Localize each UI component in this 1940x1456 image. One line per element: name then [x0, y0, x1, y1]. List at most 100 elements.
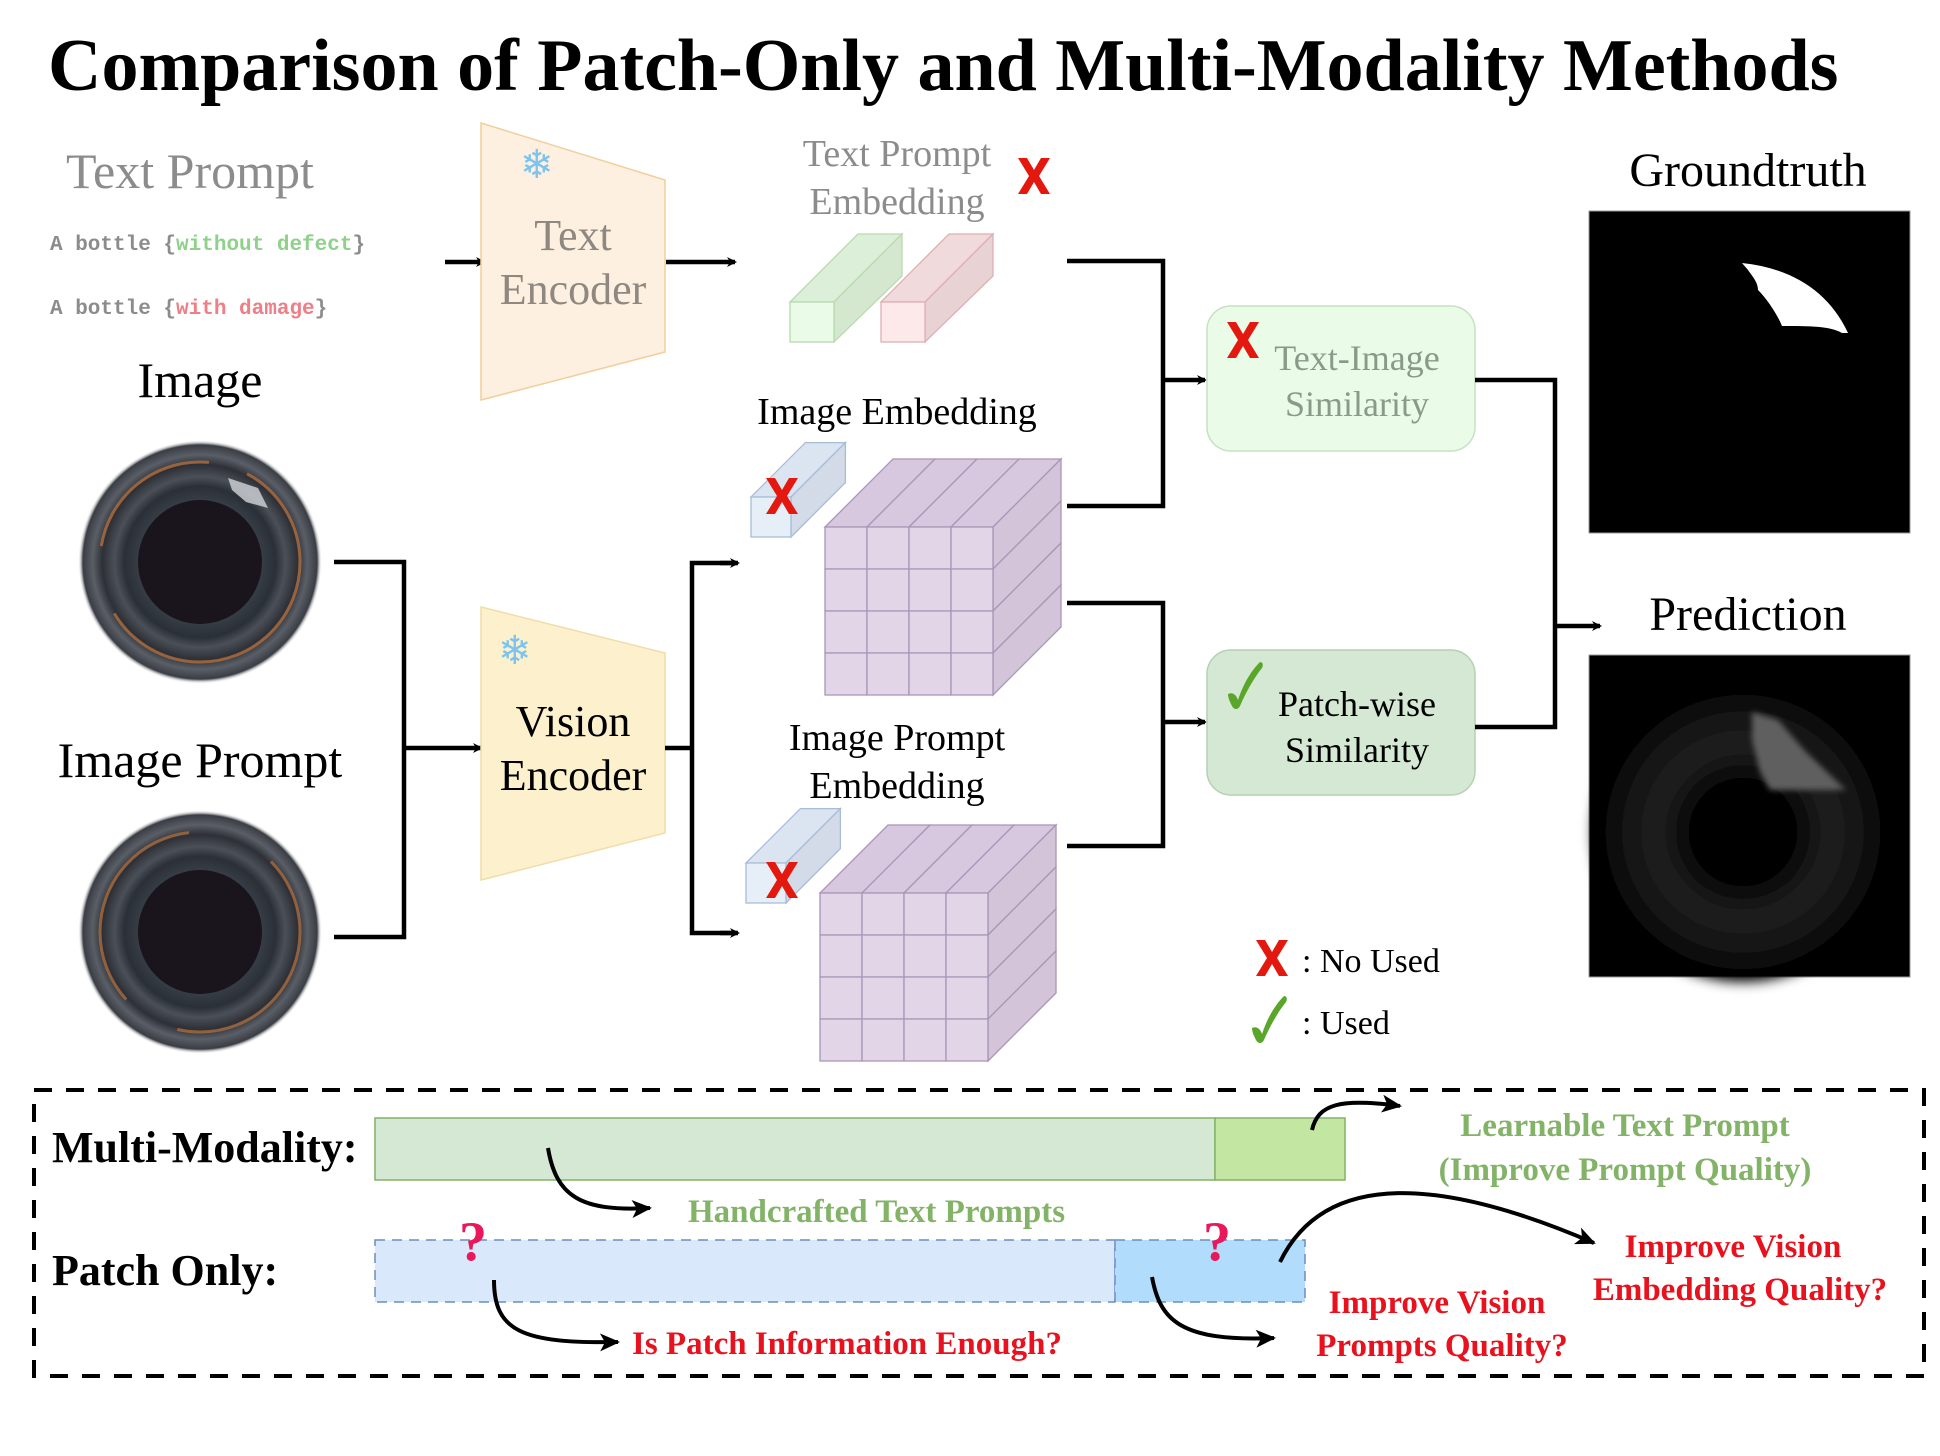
patch-cell	[824, 568, 868, 612]
query-image	[78, 440, 322, 684]
snowflake-icon: ❄	[520, 142, 554, 187]
vision-encoder-label-line2: Encoder	[500, 751, 647, 800]
vision-encoder: ❄ Vision Encoder	[480, 606, 666, 881]
connector-patch-merge	[1067, 600, 1166, 849]
patch-cell	[824, 652, 868, 696]
arrow-patch-info	[492, 1279, 620, 1352]
text-prompt-embedding-label-line2: Embedding	[809, 181, 984, 223]
bottom-comparison-panel	[32, 1088, 1926, 1378]
connector-text-image-merge	[1067, 258, 1166, 509]
patch-cell	[945, 892, 989, 936]
arrow-vision-prompts	[1150, 1276, 1276, 1348]
patch-cell	[866, 568, 910, 612]
patch-cell	[819, 892, 863, 936]
handcrafted-text-prompts-label: Handcrafted Text Prompts	[688, 1194, 1065, 1230]
patch-cell	[903, 1018, 947, 1062]
question-mark-icon: ?	[459, 1211, 487, 1273]
patch-cell	[819, 934, 863, 978]
vision-prompt-bar	[1114, 1239, 1306, 1303]
text-image-similarity-box: Text-Image Similarity	[1206, 305, 1476, 452]
text-prompt-heading: Text Prompt	[66, 143, 314, 199]
text-prompt-line-normal: A bottle {without defect}	[50, 234, 365, 257]
patch-cell	[866, 610, 910, 654]
prompt-suffix: }	[352, 234, 365, 257]
check-icon	[1252, 996, 1287, 1043]
patch-cell	[908, 652, 952, 696]
cross-icon	[1227, 322, 1259, 358]
cross-icon	[1018, 158, 1050, 194]
image-label: Image	[138, 352, 263, 408]
vision-encoder-label-line1: Vision	[516, 697, 631, 746]
text-prompt-embedding-label-line1: Text Prompt	[803, 133, 992, 175]
patch-cell	[861, 934, 905, 978]
prompt-suffix: }	[315, 298, 328, 321]
arrow-handcrafted	[546, 1147, 652, 1219]
patch-cell	[903, 892, 947, 936]
legend-no-used-label: : No Used	[1302, 943, 1440, 980]
cross-icon	[766, 862, 798, 898]
arrow-learnable	[1310, 1094, 1402, 1131]
improve-vision-prompts-line1: Improve Vision	[1329, 1285, 1546, 1321]
patch-cell	[950, 568, 994, 612]
connector-vision-split	[689, 560, 736, 936]
image-prompt-embedding-label-line1: Image Prompt	[789, 717, 1006, 759]
prompt-prefix: A bottle {	[50, 298, 176, 321]
learnable-text-prompt-line1: Learnable Text Prompt	[1460, 1108, 1789, 1144]
patch-cell	[945, 1018, 989, 1062]
patch-cell	[819, 1018, 863, 1062]
prediction-heatmap	[1588, 654, 1911, 982]
patch-cell	[861, 1018, 905, 1062]
improve-vision-embedding-line1: Improve Vision	[1625, 1229, 1842, 1265]
patch-cell	[950, 526, 994, 570]
cross-icon	[1256, 940, 1288, 976]
text-image-similarity-line1: Text-Image	[1274, 338, 1439, 378]
groundtruth-label: Groundtruth	[1629, 144, 1866, 197]
text-embedding-anomaly-bar	[879, 232, 995, 344]
image-embedding-label: Image Embedding	[757, 391, 1037, 433]
prompt-prefix: A bottle {	[50, 234, 176, 257]
image-prompt-embedding-cube	[744, 807, 1058, 1063]
patch-cell	[950, 652, 994, 696]
patch-cell	[861, 892, 905, 936]
check-icon	[1228, 662, 1263, 709]
patch-cell	[903, 976, 947, 1020]
patch-cell	[908, 610, 952, 654]
page-title: Comparison of Patch-Only and Multi-Modal…	[48, 25, 1838, 107]
prompt-highlight-normal: without defect	[176, 234, 352, 257]
text-encoder-label-line2: Encoder	[500, 265, 647, 314]
snowflake-icon: ❄	[498, 628, 532, 673]
patch-cell	[866, 652, 910, 696]
prompt-highlight-anomaly: with damage	[176, 298, 315, 321]
learnable-text-prompt-line2: (Improve Prompt Quality)	[1439, 1152, 1812, 1188]
legend: : No Used : Used	[1252, 940, 1440, 1043]
image-prompt-embedding-label-line2: Embedding	[809, 765, 984, 807]
patch-cell	[824, 526, 868, 570]
handcrafted-prompt-bar	[374, 1117, 1216, 1181]
is-patch-information-enough-label: Is Patch Information Enough?	[632, 1326, 1062, 1362]
text-prompt-line-anomaly: A bottle {with damage}	[50, 298, 327, 321]
learnable-prompt-bar	[1214, 1117, 1346, 1181]
patch-cell	[950, 610, 994, 654]
patch-cell	[861, 976, 905, 1020]
patch-only-label: Patch Only:	[52, 1246, 278, 1295]
prediction-label: Prediction	[1649, 588, 1846, 641]
text-image-similarity-line2: Similarity	[1285, 384, 1429, 424]
text-encoder-label-line1: Text	[534, 211, 612, 260]
prompt-image	[78, 810, 322, 1054]
image-prompt-label: Image Prompt	[58, 732, 343, 788]
patch-cell	[945, 934, 989, 978]
groundtruth-mask	[1588, 210, 1911, 534]
multi-modality-label: Multi-Modality:	[52, 1123, 358, 1172]
image-embedding-cube	[749, 441, 1063, 697]
patch-cell	[945, 976, 989, 1020]
patch-wise-similarity-box: Patch-wise Similarity	[1206, 649, 1476, 796]
question-mark-icon: ?	[1203, 1211, 1231, 1273]
patch-cell	[819, 976, 863, 1020]
text-embedding-normal-bar	[788, 232, 904, 344]
improve-vision-embedding-line2: Embedding Quality?	[1593, 1272, 1887, 1308]
patch-cell	[908, 568, 952, 612]
text-encoder: ❄ Text Encoder	[480, 121, 666, 401]
patch-wise-similarity-line1: Patch-wise	[1278, 684, 1436, 724]
cross-icon	[766, 478, 798, 514]
